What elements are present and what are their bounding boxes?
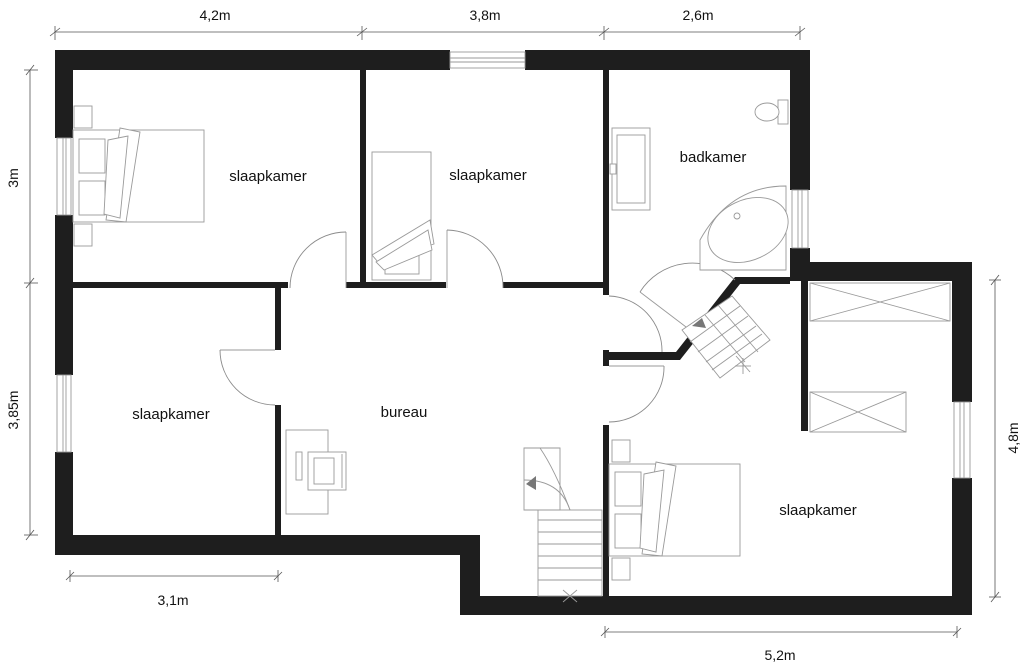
bed-top-middle (371, 151, 435, 281)
outer-walls (55, 50, 972, 615)
bathroom-sink (609, 127, 651, 211)
dimension-bottom-left: 3,1m (157, 592, 188, 608)
dimension-top-2: 3,8m (469, 7, 500, 23)
dimension-left-upper: 3m (5, 168, 21, 187)
toilet (754, 99, 789, 125)
staircase-upper (681, 295, 771, 379)
room-label-bedroom-left: slaapkamer (132, 406, 210, 423)
staircase-lower (523, 447, 603, 603)
office-desk (285, 429, 347, 515)
dimension-top-1: 4,2m (199, 7, 230, 23)
bathtub (699, 185, 789, 271)
dimension-top-3: 2,6m (682, 7, 713, 23)
closets (809, 282, 951, 433)
room-label-bedroom-top-left: slaapkamer (229, 168, 307, 185)
room-label-bedroom-right: slaapkamer (779, 502, 857, 519)
dimension-right: 4,8m (1005, 422, 1021, 453)
room-label-office: bureau (381, 404, 428, 421)
windows (56, 51, 971, 479)
room-label-bathroom: badkamer (680, 149, 747, 166)
dimension-left-lower: 3,85m (5, 391, 21, 430)
dimension-lines (24, 26, 1001, 638)
doors (219, 229, 736, 423)
room-label-bedroom-top-middle: slaapkamer (449, 167, 527, 184)
interior-walls (73, 70, 808, 596)
bed-top-left (72, 105, 205, 247)
bed-right (608, 439, 741, 581)
dimension-bottom-right: 5,2m (764, 647, 795, 663)
